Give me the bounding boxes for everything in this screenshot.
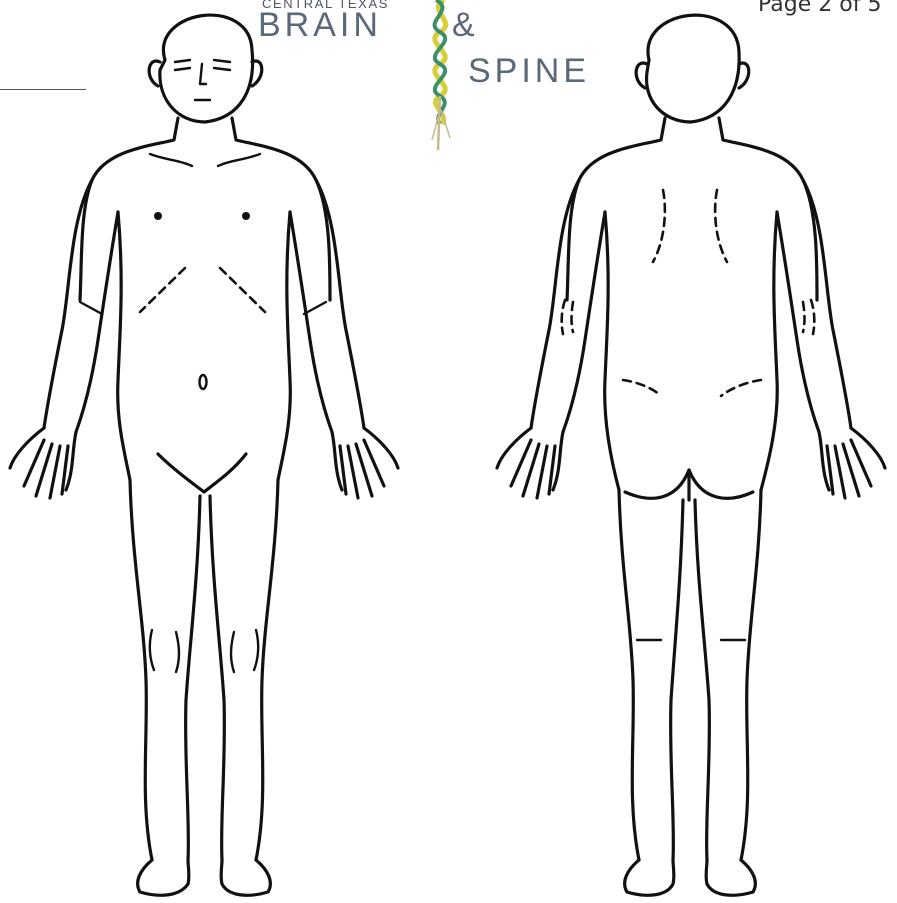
body-figure-back	[477, 0, 897, 903]
back-torso	[567, 118, 817, 500]
back-head	[636, 15, 749, 122]
front-legs	[130, 480, 278, 895]
front-arms	[10, 180, 398, 498]
logo-ampersand: &	[452, 6, 475, 45]
front-torso	[80, 118, 330, 492]
back-arms	[497, 180, 885, 498]
back-legs	[619, 490, 761, 895]
front-head	[149, 15, 262, 122]
body-figure-front	[0, 0, 420, 903]
